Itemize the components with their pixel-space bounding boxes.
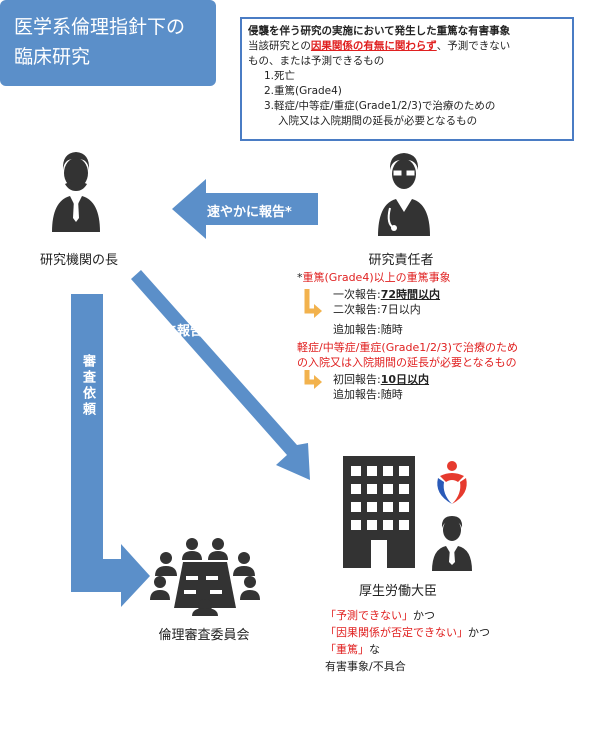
definition-box: 侵襲を伴う研究の実施において発生した重篤な有害事象 当該研究との因果関係の有無に… — [240, 17, 574, 141]
report-to-head-arrow — [172, 179, 318, 239]
severe-reports: 一次報告:72時間以内 二次報告:7日以内 追加報告:随時 — [333, 287, 440, 337]
report-to-head-label: 速やかに報告* — [207, 205, 292, 220]
definition-line1-red: 因果関係の有無に関わらず — [310, 40, 437, 52]
initial-report-value: 10日以内 — [380, 373, 430, 386]
condition-3: 「重篤」な — [325, 641, 490, 658]
ministry-label: 厚生労働大臣 — [358, 584, 437, 599]
ministry-logo-icon — [437, 461, 467, 504]
second-report-label: 二次報告: — [333, 303, 381, 316]
condition-2-post: かつ — [468, 626, 490, 639]
definition-line2: もの、または予測できるもの — [248, 55, 385, 67]
condition-4: 有害事象/不具合 — [325, 660, 406, 673]
second-report: 二次報告:7日以内 — [333, 302, 440, 317]
definition-item3b: 入院又は入院期間の延長が必要となるもの — [278, 115, 478, 127]
definition-line1-pre: 当該研究との — [248, 40, 311, 52]
additional-report-2: 追加報告:随時 — [333, 388, 403, 401]
mild-heading-line1: 軽症/中等症/重症(Grade1/2/3)で治療のため — [297, 341, 518, 354]
definition-item3: 3.軽症/中等症/重症(Grade1/2/3)で治療のための — [264, 100, 496, 112]
condition-3-red: 「重篤」 — [325, 643, 369, 656]
condition-1-post: かつ — [413, 609, 435, 622]
severe-heading: *重篤(Grade4)以上の重篤事象 — [297, 270, 451, 285]
first-report-label: 一次報告: — [333, 288, 381, 301]
severe-heading-text: 重篤(Grade4)以上の重篤事象 — [302, 271, 451, 284]
first-report: 一次報告:72時間以内 — [333, 287, 440, 302]
initial-report-label: 初回報告: — [333, 373, 381, 386]
mild-reports: 初回報告:10日以内 追加報告:随時 — [333, 372, 429, 402]
additional-report-1: 追加報告:随時 — [333, 323, 403, 336]
institution-head-icon — [52, 152, 100, 232]
condition-2: 「因果関係が否定できない」かつ — [325, 624, 490, 641]
mild-bracket-arrow-icon — [304, 370, 322, 389]
report-to-mhlw-arrow — [131, 270, 310, 480]
page-title: 医学系倫理指針下の 臨床研究 — [0, 0, 216, 86]
title-line2: 臨床研究 — [14, 46, 91, 68]
condition-1: 「予測できない」かつ — [325, 607, 490, 624]
investigator-icon — [378, 153, 430, 236]
investigator-label: 研究責任者 — [368, 253, 434, 268]
minister-icon — [432, 516, 472, 571]
asterisk-mark: * — [297, 271, 303, 284]
conditions-notes: 「予測できない」かつ 「因果関係が否定できない」かつ 「重篤」な 有害事象/不具… — [325, 607, 490, 675]
definition-line1: 当該研究との因果関係の有無に関わらず、予測できない — [248, 39, 566, 54]
reporting-block: *重篤(Grade4)以上の重篤事象 — [297, 270, 451, 285]
condition-2-red: 「因果関係が否定できない」 — [325, 626, 468, 639]
institution-head-label: 研究機関の長 — [39, 253, 118, 268]
ministry-building-icon — [343, 456, 415, 568]
second-report-value: 7日以内 — [380, 303, 421, 316]
mild-heading-line2: の入院又は入院期間の延長が必要となるもの — [297, 356, 517, 369]
ethics-committee-label: 倫理審査委員会 — [158, 628, 250, 643]
condition-1-red: 「予測できない」 — [325, 609, 413, 622]
definition-line1-post: 、予測できない — [436, 40, 511, 52]
definition-heading: 侵襲を伴う研究の実施において発生した重篤な有害事象 — [248, 25, 511, 37]
first-report-value: 72時間以内 — [380, 288, 441, 301]
initial-report: 初回報告:10日以内 — [333, 372, 429, 387]
mild-heading: 軽症/中等症/重症(Grade1/2/3)で治療のため の入院又は入院期間の延長… — [297, 340, 518, 370]
title-line1: 医学系倫理指針下の — [14, 16, 186, 38]
severe-bracket-arrow-icon — [304, 289, 322, 318]
ethics-committee-icon — [150, 538, 260, 616]
definition-item2: 2.重篤(Grade4) — [264, 85, 342, 97]
report-to-mhlw-label: 速やかに報告 — [125, 324, 204, 339]
condition-3-post: な — [369, 643, 380, 656]
report-to-mhlw-sublabel: (FAX) — [147, 338, 179, 352]
review-request-label: 審査依頼 — [80, 354, 95, 418]
definition-item1: 1.死亡 — [264, 70, 296, 82]
review-request-arrow — [71, 294, 150, 607]
